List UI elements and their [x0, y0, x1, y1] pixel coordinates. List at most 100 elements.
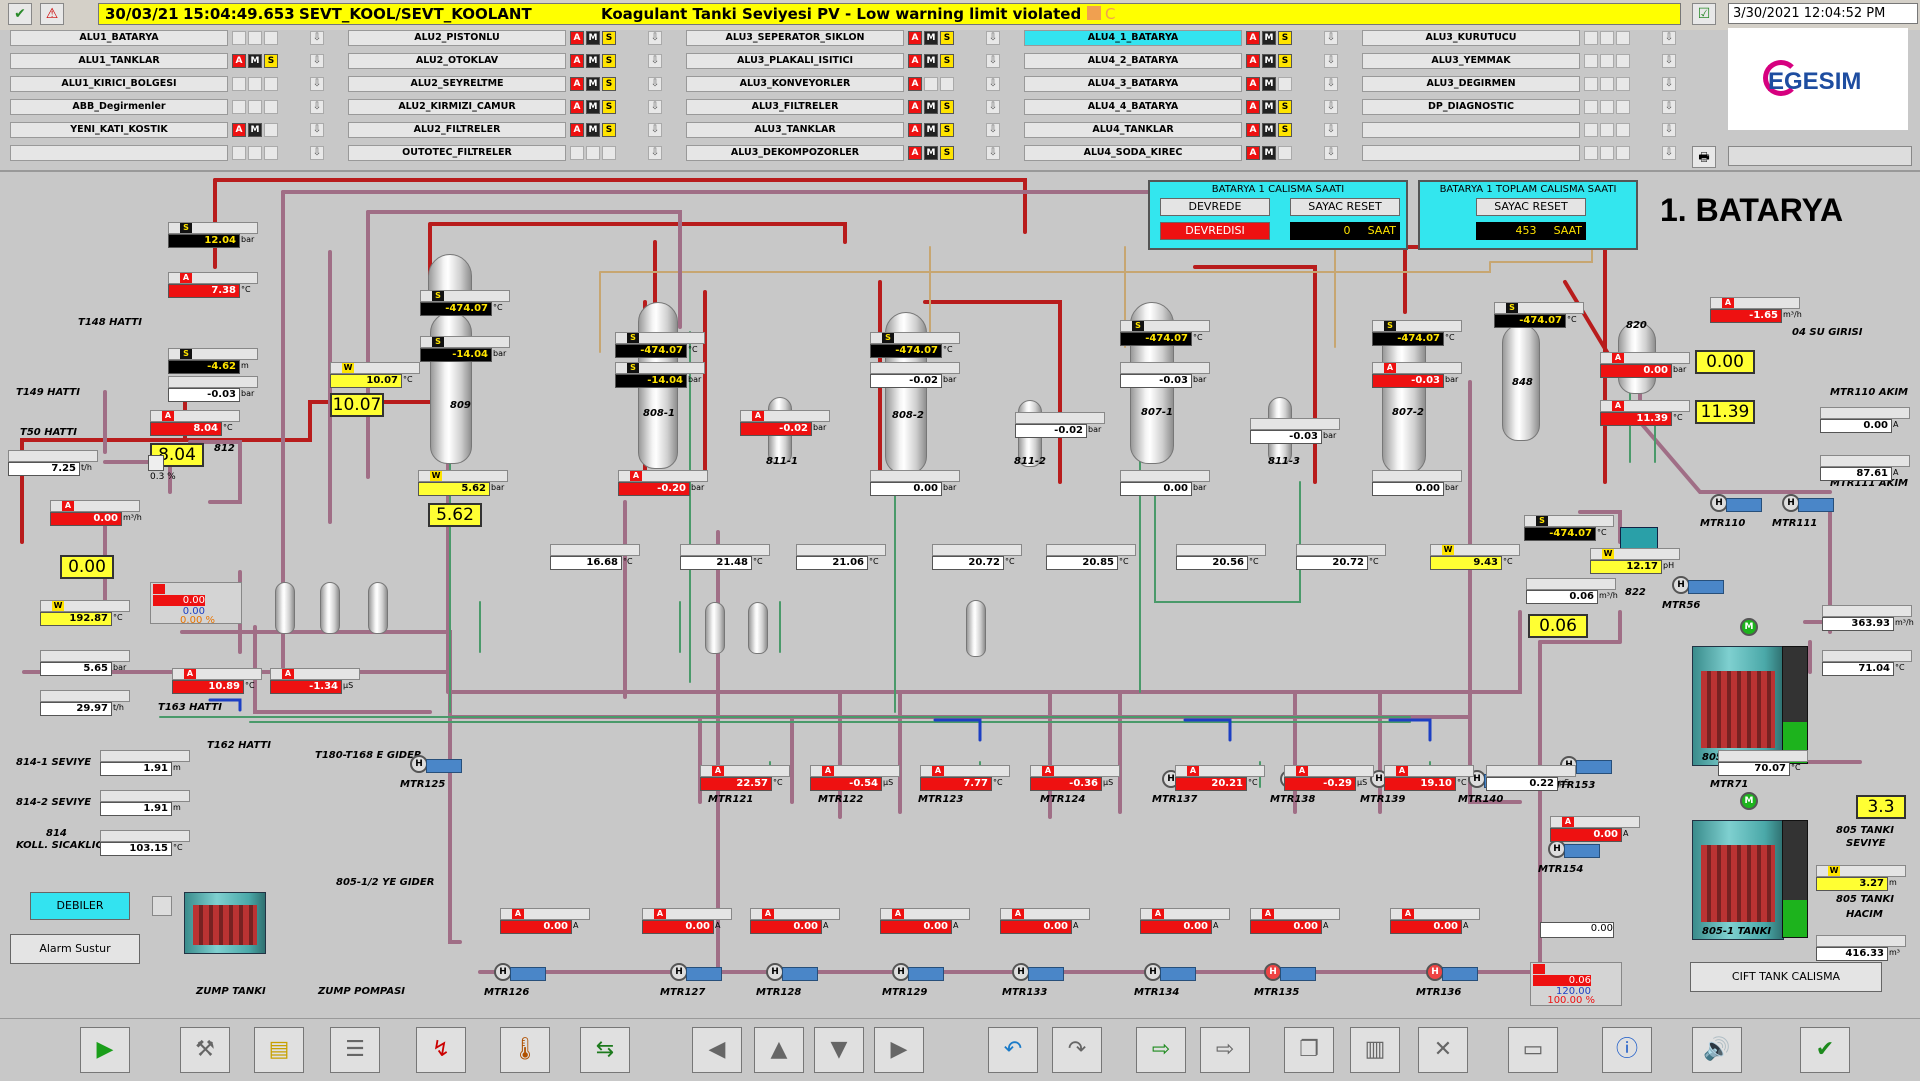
nav-badge-m-icon[interactable]: M [924, 100, 938, 114]
process-reading[interactable]: S-474.07°C [870, 332, 960, 362]
nav-badge-s-icon[interactable]: S [940, 123, 954, 137]
nav-badge-a-icon[interactable] [1584, 146, 1598, 160]
nav-alu1-kirici-bolgesi-item[interactable]: ALU1_KIRICI_BOLGESI⇩ [10, 76, 332, 92]
nav-badge-m-icon[interactable] [248, 146, 262, 160]
nav-label[interactable]: ALU2_PISTONLU [348, 30, 566, 46]
nav-label[interactable]: OUTOTEC_FILTRELER [348, 145, 566, 161]
nav-label[interactable]: ALU3_KONVEYORLER [686, 76, 904, 92]
nav-badge-m-icon[interactable]: M [1262, 146, 1276, 160]
nav-outotec-filtreler-item[interactable]: OUTOTEC_FILTRELER⇩ [348, 145, 670, 161]
nav-badge-a-icon[interactable]: A [908, 77, 922, 91]
nav-badge-m-icon[interactable] [1600, 54, 1614, 68]
nav-badge-a-icon[interactable]: A [570, 77, 584, 91]
nav-label[interactable]: ALU3_TANKLAR [686, 122, 904, 138]
nav-download-icon[interactable]: ⇩ [986, 100, 1000, 114]
nav-empty-item[interactable]: ⇩ [1362, 145, 1684, 161]
zump-tank[interactable] [184, 892, 266, 954]
process-reading[interactable]: 20.85°C [1046, 544, 1136, 574]
aux-field[interactable] [1728, 146, 1912, 166]
nav-badge-a-icon[interactable] [1584, 54, 1598, 68]
nav-badge-m-icon[interactable] [1600, 123, 1614, 137]
nav-badge-a-icon[interactable] [232, 77, 246, 91]
nav-download-icon[interactable]: ⇩ [1324, 146, 1338, 160]
nav-badge-s-icon[interactable]: S [1278, 54, 1292, 68]
nav-download-icon[interactable]: ⇩ [1324, 123, 1338, 137]
nav-label[interactable] [10, 145, 228, 161]
nav-label[interactable]: ALU4_2_BATARYA [1024, 53, 1242, 69]
debiler-checkbox[interactable] [152, 896, 172, 916]
delete-icon[interactable]: ✕ [1418, 1027, 1468, 1073]
nav-badge-a-icon[interactable]: A [570, 100, 584, 114]
process-reading[interactable]: S-474.07°C [1524, 515, 1614, 545]
nav-badge-s-icon[interactable] [1278, 77, 1292, 91]
start-icon[interactable]: ▶ [80, 1027, 130, 1073]
nav-badge-m-icon[interactable]: M [586, 77, 600, 91]
cooler-3[interactable] [368, 582, 388, 634]
print-icon[interactable]: 🖶 [1692, 146, 1716, 168]
nav-badge-m-icon[interactable]: M [924, 146, 938, 160]
nav-label[interactable]: ALU4_3_BATARYA [1024, 76, 1242, 92]
nav-badge-m-icon[interactable]: M [586, 31, 600, 45]
nav-badge-m-icon[interactable] [1600, 100, 1614, 114]
nav-badge-a-icon[interactable]: A [908, 54, 922, 68]
nav-badge-s-icon[interactable]: S [602, 31, 616, 45]
nav-label[interactable]: ALU2_OTOKLAV [348, 53, 566, 69]
nav-badge-m-icon[interactable] [924, 77, 938, 91]
nav-badge-s-icon[interactable] [1616, 146, 1630, 160]
nav-download-icon[interactable]: ⇩ [986, 77, 1000, 91]
process-reading[interactable]: 20.72°C [932, 544, 1022, 574]
arrow-right-icon[interactable]: ▶ [874, 1027, 924, 1073]
nav-download-icon[interactable]: ⇩ [986, 31, 1000, 45]
nav-badge-m-icon[interactable] [586, 146, 600, 160]
nav-download-icon[interactable]: ⇩ [1662, 100, 1676, 114]
nav-badge-a-icon[interactable] [232, 146, 246, 160]
nav-badge-a-icon[interactable] [232, 100, 246, 114]
nav-badge-a-icon[interactable]: A [232, 123, 246, 137]
process-reading[interactable]: 71.04°C [1822, 650, 1912, 680]
nav-badge-a-icon[interactable] [1584, 31, 1598, 45]
save-icon[interactable]: ▥ [1350, 1027, 1400, 1073]
nav-download-icon[interactable]: ⇩ [1324, 77, 1338, 91]
process-reading[interactable]: 21.06°C [796, 544, 886, 574]
nav-download-icon[interactable]: ⇩ [1324, 100, 1338, 114]
nav-download-icon[interactable]: ⇩ [310, 123, 324, 137]
nav-badge-a-icon[interactable]: A [570, 123, 584, 137]
process-reading[interactable]: S-474.07°C [1120, 320, 1210, 350]
nav-alu3-yemmak-item[interactable]: ALU3_YEMMAK⇩ [1362, 53, 1684, 69]
nav-badge-a-icon[interactable]: A [1246, 123, 1260, 137]
nav-badge-s-icon[interactable] [1616, 54, 1630, 68]
mixer-805-1-icon[interactable]: M [1740, 792, 1758, 810]
nav-label[interactable]: ALU1_KIRICI_BOLGESI [10, 76, 228, 92]
nav-download-icon[interactable]: ⇩ [310, 146, 324, 160]
vessel-807-2[interactable] [1382, 322, 1426, 474]
nav-label[interactable] [1362, 122, 1580, 138]
nav-badge-s-icon[interactable]: S [602, 123, 616, 137]
nav-badge-a-icon[interactable]: A [232, 54, 246, 68]
nav-label[interactable]: ALU2_KIRMIZI_CAMUR [348, 99, 566, 115]
nav-badge-a-icon[interactable]: A [570, 31, 584, 45]
nav-badge-a-icon[interactable]: A [1246, 77, 1260, 91]
checklist-icon[interactable]: ☰ [330, 1027, 380, 1073]
